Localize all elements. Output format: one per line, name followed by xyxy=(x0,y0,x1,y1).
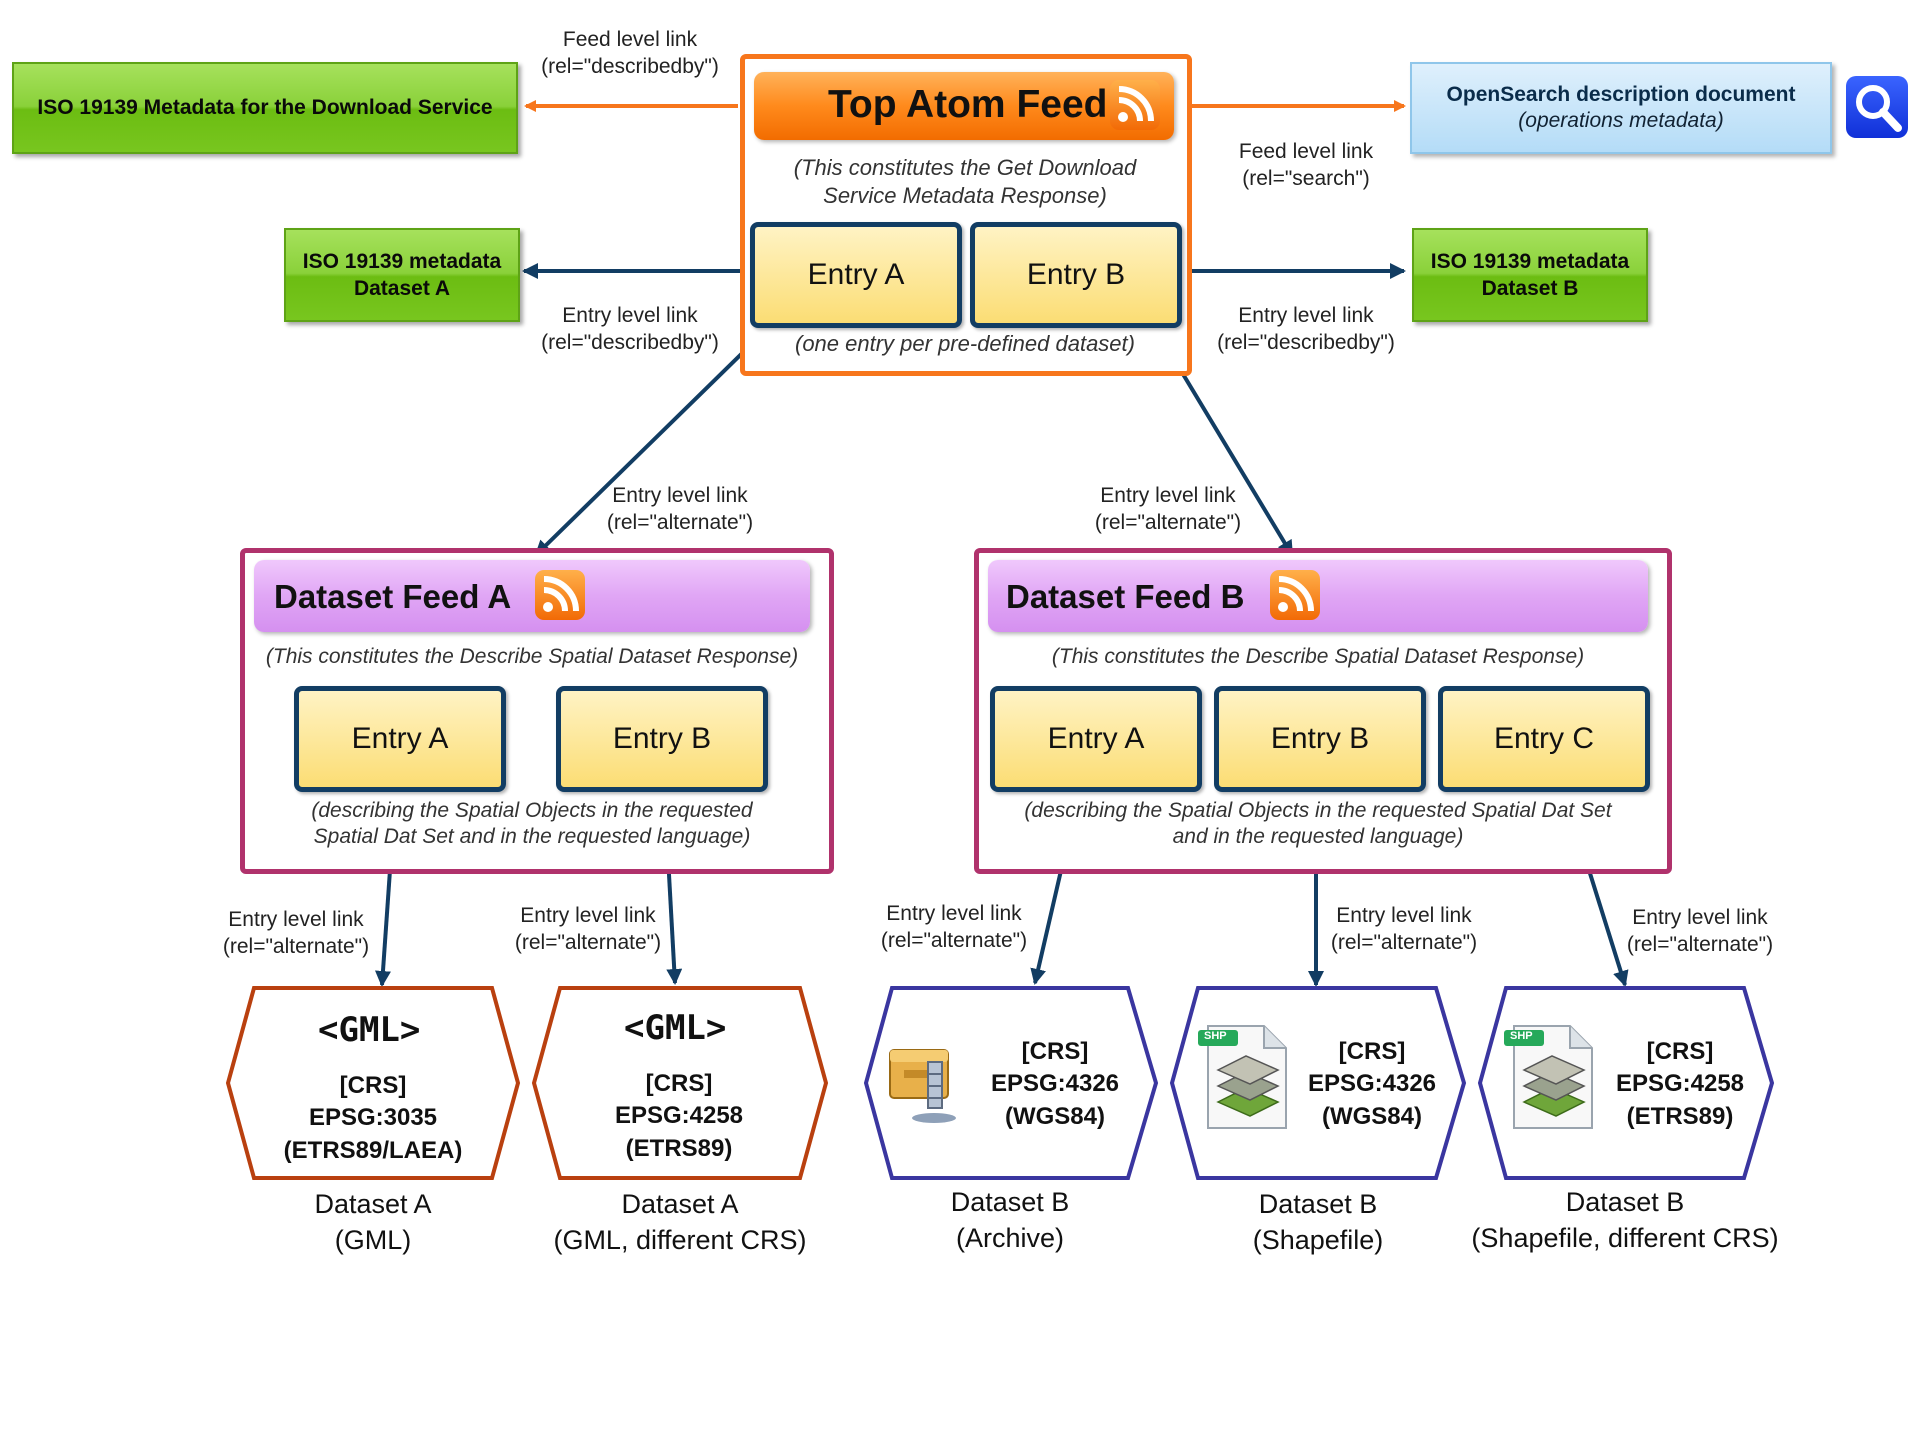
top-entry-b[interactable]: Entry B xyxy=(970,222,1182,328)
label-feed-describedby: Feed level link (rel="describedby") xyxy=(541,28,719,79)
dataset-feed-a-header xyxy=(254,560,810,632)
dataset-feed-a-caption: (This constitutes the Describe Spatial D… xyxy=(265,645,799,668)
dataset-feed-b-caption: (This constitutes the Describe Spatial D… xyxy=(1051,645,1585,668)
crs-dataset-a-gml-different-crs: [CRS] EPSG:4258 (ETRS89) xyxy=(614,1070,744,1162)
archive-icon xyxy=(884,1040,974,1126)
shapefile-icon: SHP xyxy=(1196,1020,1292,1132)
feed-a-entry-b[interactable]: Entry B xyxy=(556,686,768,792)
opensearch-description-box[interactable]: OpenSearch description document (operati… xyxy=(1410,62,1832,154)
shp-badge-text: SHP xyxy=(1510,1030,1533,1042)
label-alternate-3: Entry level link (rel="alternate") xyxy=(880,902,1028,953)
arrow-entry-a-to-feed-a xyxy=(534,324,772,557)
feed-b-entry-c[interactable]: Entry C xyxy=(1438,686,1650,792)
crs-dataset-b-shapefile-different-crs: [CRS] EPSG:4258 (ETRS89) xyxy=(1615,1038,1745,1130)
hexagon-dataset-a-gml-crs xyxy=(531,986,829,1180)
dataset-feed-b-entries-caption: (describing the Spatial Objects in the r… xyxy=(1024,799,1612,849)
crs-dataset-b-shapefile: [CRS] EPSG:4326 (WGS84) xyxy=(1307,1038,1437,1130)
hexagon-dataset-a-gml xyxy=(225,986,521,1180)
dataset-label-a-gml: Dataset A (GML) xyxy=(314,1189,432,1256)
search-icon[interactable] xyxy=(1846,76,1908,138)
label-feed-search: Feed level link (rel="search") xyxy=(1238,140,1374,191)
dataset-label-b-shapefile: Dataset B (Shapefile) xyxy=(1252,1189,1384,1256)
dataset-feed-a-entries-caption: (describing the Spatial Objects in the r… xyxy=(311,799,753,849)
iso-metadata-dataset-b[interactable]: ISO 19139 metadata Dataset B xyxy=(1412,228,1648,322)
label-entry-describedby-a: Entry level link (rel="describedby") xyxy=(541,304,719,355)
dataset-label-a-gml-different-crs: Dataset A (GML, different CRS) xyxy=(553,1189,807,1256)
label-alternate-2: Entry level link (rel="alternate") xyxy=(514,904,662,955)
rss-feed-icon xyxy=(1110,80,1160,130)
crs-dataset-b-archive: [CRS] EPSG:4326 (WGS84) xyxy=(990,1038,1120,1130)
iso-service-metadata-box[interactable]: ISO 19139 Metadata for the Download Serv… xyxy=(12,62,518,154)
label-entry-describedby-b: Entry level link (rel="describedby") xyxy=(1217,304,1395,355)
feed-b-entry-a[interactable]: Entry A xyxy=(990,686,1202,792)
top-atom-feed-header xyxy=(754,72,1174,140)
iso-metadata-dataset-a[interactable]: ISO 19139 metadata Dataset A xyxy=(284,228,520,322)
shapefile-icon: SHP xyxy=(1502,1020,1598,1132)
gml-tag: <GML> xyxy=(318,1010,421,1050)
top-atom-feed-caption: (This constitutes the Get Download Servi… xyxy=(793,155,1137,208)
dataset-label-b-shapefile-different-crs: Dataset B (Shapefile, different CRS) xyxy=(1471,1187,1779,1254)
label-alternate-4: Entry level link (rel="alternate") xyxy=(1330,904,1478,955)
rss-feed-icon xyxy=(1270,570,1320,620)
hexagon-dataset-b-archive xyxy=(863,986,1159,1180)
dataset-feed-a-title: Dataset Feed A xyxy=(274,578,512,615)
top-atom-feed-title: Top Atom Feed xyxy=(828,83,1108,126)
label-alternate-to-feed-b: Entry level link (rel="alternate") xyxy=(1094,484,1242,535)
dataset-label-b-archive: Dataset B (Archive) xyxy=(950,1187,1070,1254)
feed-a-entry-a[interactable]: Entry A xyxy=(294,686,506,792)
dataset-feed-b-title: Dataset Feed B xyxy=(1006,578,1245,615)
feed-b-entry-b[interactable]: Entry B xyxy=(1214,686,1426,792)
top-entry-a[interactable]: Entry A xyxy=(750,222,962,328)
label-alternate-1: Entry level link (rel="alternate") xyxy=(222,908,370,959)
label-alternate-to-feed-a: Entry level link (rel="alternate") xyxy=(606,484,754,535)
gml-tag: <GML> xyxy=(624,1008,727,1048)
crs-dataset-a-gml: [CRS] EPSG:3035 (ETRS89/LAEA) xyxy=(283,1072,463,1164)
top-entries-caption: (one entry per pre-defined dataset) xyxy=(795,331,1135,356)
rss-feed-icon xyxy=(535,570,585,620)
label-alternate-5: Entry level link (rel="alternate") xyxy=(1626,906,1774,957)
shp-badge-text: SHP xyxy=(1204,1030,1227,1042)
